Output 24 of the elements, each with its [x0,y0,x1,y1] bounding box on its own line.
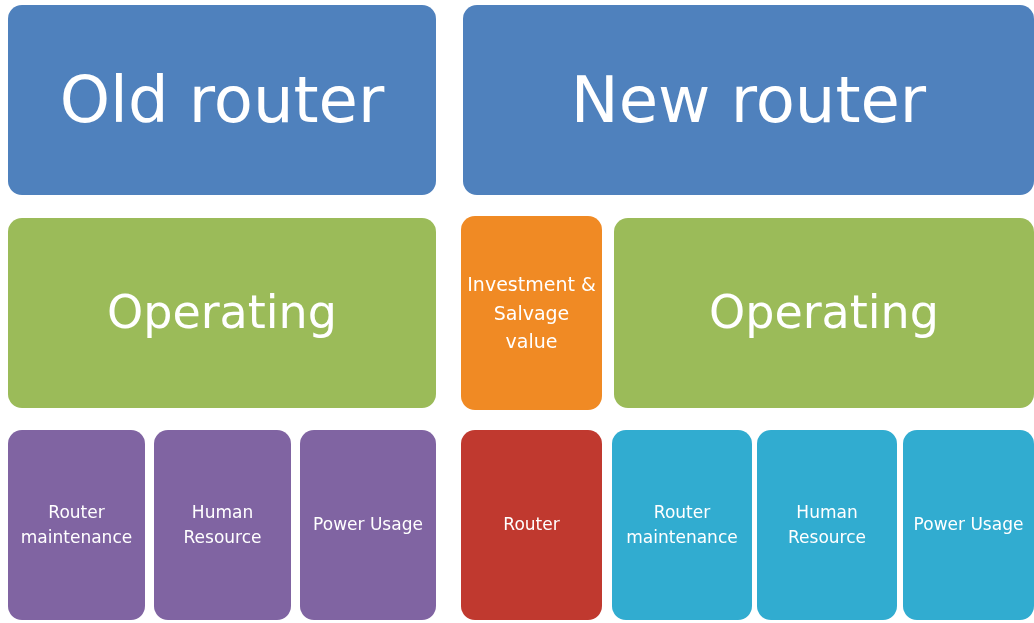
item-box [154,430,291,620]
heading-text: Old router [59,61,385,139]
item-text: Human Resource [182,500,263,549]
item-box [903,430,1034,620]
item-text: Power Usage [313,513,423,537]
title-box [463,5,1034,195]
item-box [757,430,897,620]
category-box [8,218,436,408]
item-box [461,430,602,620]
item-text: Human Resource [787,500,867,549]
item-text: Router maintenance [19,500,134,549]
item-text: Router maintenance [625,500,739,549]
category-box [461,216,602,410]
item-box [8,430,145,620]
item-box [300,430,436,620]
title-box [8,5,436,195]
category-text: Operating [107,285,337,341]
item-box [612,430,752,620]
category-text: Operating [709,285,939,341]
item-text: Power Usage [913,513,1024,537]
item-text: Router [503,513,560,537]
category-text: Investment & Salvage value [467,272,596,355]
category-box [614,218,1034,408]
heading-text: New router [570,61,927,139]
